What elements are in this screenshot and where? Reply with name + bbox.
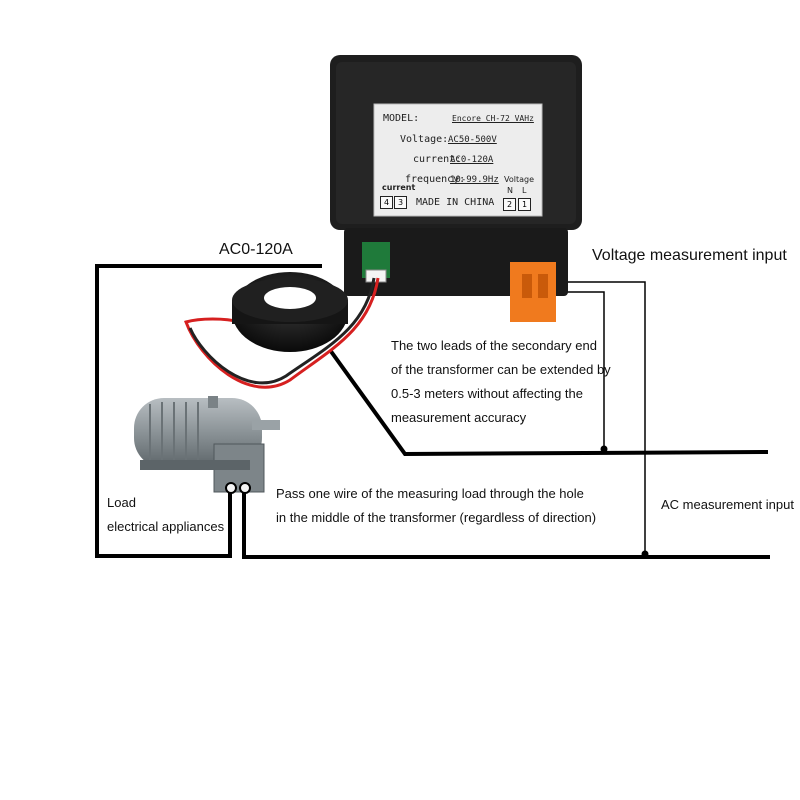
red-lead bbox=[184, 277, 380, 389]
plate-current-value: AC0-120A bbox=[450, 155, 494, 165]
junction-dot bbox=[600, 445, 608, 453]
pass-wire-note-line: Pass one wire of the measuring load thro… bbox=[276, 486, 584, 501]
ct-connector bbox=[365, 269, 387, 283]
load-wire-right bbox=[242, 488, 770, 559]
junction-dot bbox=[641, 550, 649, 558]
extension-note-line: measurement accuracy bbox=[391, 410, 527, 425]
plate-frequency-value: 10-99.9Hz bbox=[450, 175, 499, 185]
pass-wire-note: Pass one wire of the measuring load thro… bbox=[276, 482, 596, 530]
load-wire-left bbox=[95, 264, 322, 558]
black-lead bbox=[188, 277, 376, 385]
plate-current-label: current: bbox=[413, 154, 462, 165]
terminal-2: 2 bbox=[503, 198, 516, 211]
plate-terminal-letter-n: N bbox=[507, 186, 513, 195]
ac-input-label: AC measurement input bbox=[661, 497, 794, 512]
plate-voltage-value: AC50-500V bbox=[448, 135, 497, 145]
through-wire bbox=[328, 348, 769, 457]
plate-current-terminal-label: current bbox=[382, 183, 416, 192]
voltage-lead-l bbox=[562, 291, 605, 450]
meter-body bbox=[330, 55, 582, 322]
extension-note-line: The two leads of the secondary end bbox=[391, 338, 597, 353]
plate-voltage-terminal-label: Voltage bbox=[504, 175, 535, 184]
plate-terminal-letter-l: L bbox=[522, 186, 527, 195]
load-label: Load electrical appliances bbox=[107, 491, 224, 539]
load-label-line: electrical appliances bbox=[107, 519, 225, 534]
voltage-input-label: Voltage measurement input bbox=[592, 247, 787, 264]
plate-model-value: Encore CH-72 VAHz bbox=[452, 114, 534, 123]
motor bbox=[134, 396, 280, 494]
load-label-line: Load bbox=[107, 495, 136, 510]
label-plate bbox=[373, 103, 543, 217]
terminal-3: 3 bbox=[394, 196, 407, 209]
plate-voltage-label: Voltage: bbox=[400, 134, 449, 145]
extension-note: The two leads of the secondary end of th… bbox=[391, 334, 611, 430]
terminal-1: 1 bbox=[518, 198, 531, 211]
plate-frequency-label: frequency: bbox=[405, 174, 466, 185]
wires bbox=[95, 264, 770, 559]
ct-range-label: AC0-120A bbox=[219, 241, 293, 258]
ct-hole bbox=[264, 287, 316, 309]
current-transformer bbox=[232, 272, 348, 352]
plate-made-in: MADE IN CHINA bbox=[416, 197, 495, 208]
voltage-terminal-block bbox=[510, 262, 556, 322]
pass-wire-note-line: in the middle of the transformer (regard… bbox=[276, 510, 597, 525]
extension-note-line: 0.5-3 meters without affecting the bbox=[391, 386, 583, 401]
terminal-4: 4 bbox=[380, 196, 393, 209]
voltage-lead-n bbox=[545, 281, 646, 557]
plate-model-label: MODEL: bbox=[383, 113, 420, 124]
extension-note-line: of the transformer can be extended by bbox=[391, 362, 611, 377]
